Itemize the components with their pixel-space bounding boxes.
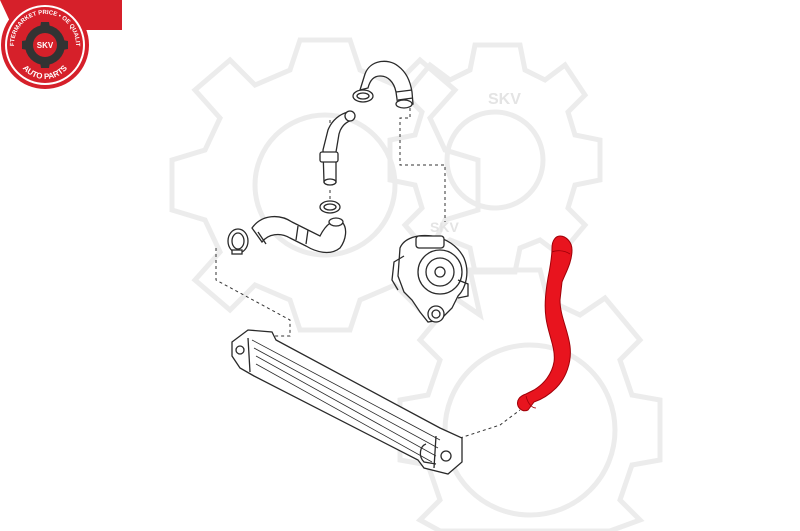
intercooler [231, 329, 463, 475]
watermark-gear-large [169, 37, 481, 333]
hose-clamp-upper [352, 89, 374, 103]
watermark-text-lower: SKV [430, 219, 459, 235]
highlighted-hose [517, 235, 573, 412]
logo-center-text: SKV [37, 41, 54, 50]
upper-hose [359, 60, 414, 109]
watermark-text-upper: SKV [488, 91, 521, 108]
hose-clamp-left [227, 228, 249, 255]
hose-clamp-lower [319, 200, 341, 214]
skv-logo: AFTERMARKET PRICE • OE QUALITY AUTO PART… [0, 0, 89, 89]
middle-hose [251, 216, 347, 254]
metal-pipe [319, 110, 356, 186]
logo-gear-icon [22, 22, 68, 68]
brand-site-label: SKV.PL [724, 5, 786, 24]
turbocharger [391, 234, 469, 323]
